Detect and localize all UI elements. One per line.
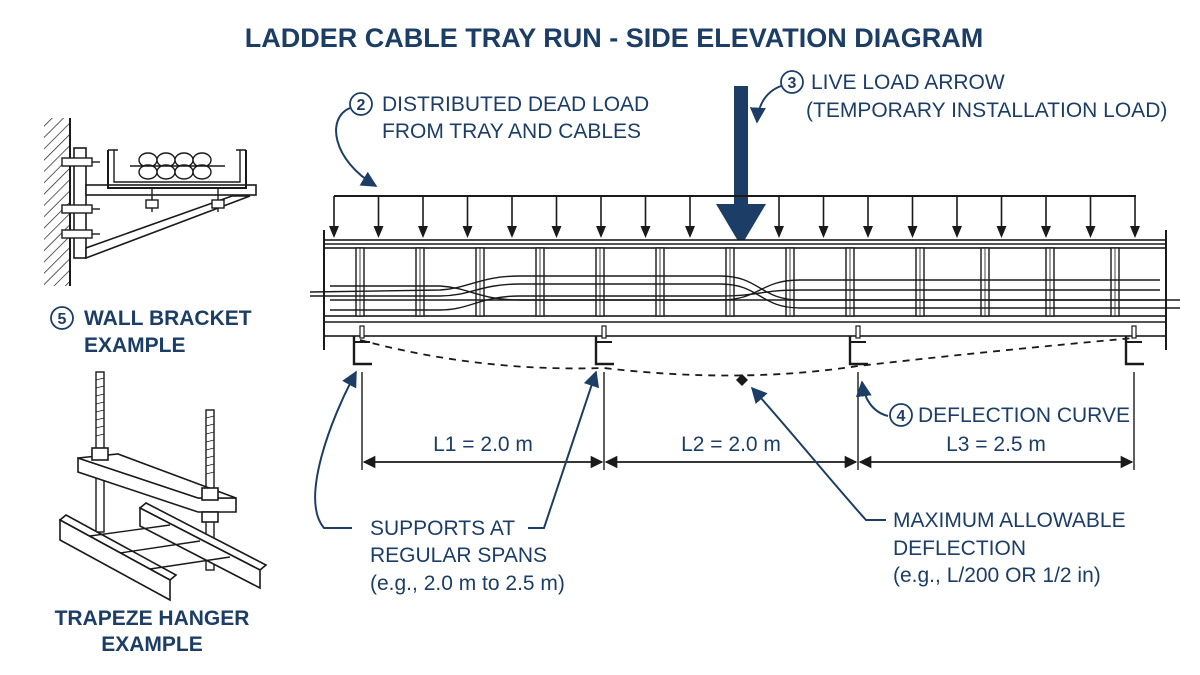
tray-rung (1045, 247, 1055, 317)
load-arrow (462, 196, 473, 238)
live-load-callout: 3 LIVE LOAD ARROW (TEMPORARY INSTALLATIO… (749, 70, 1167, 124)
tray-rung (1110, 247, 1120, 317)
span-label-2: L2 = 2.0 m (681, 433, 781, 456)
tray-rung (595, 247, 605, 317)
load-arrow (329, 196, 339, 238)
max-deflection-point (736, 374, 748, 386)
dead-load-label-1: DISTRIBUTED DEAD LOAD (382, 93, 649, 116)
max-deflection-callout: MAXIMUM ALLOWABLE DEFLECTION (e.g., L/20… (750, 386, 1126, 587)
dead-load-label-2: FROM TRAY AND CABLES (382, 120, 641, 143)
load-arrow (685, 196, 695, 238)
tray-support (848, 325, 868, 366)
callout-number-5 (50, 306, 74, 330)
load-arrow (863, 196, 873, 238)
supports-label-3: (e.g., 2.0 m to 2.5 m) (370, 572, 565, 595)
callout-number-3 (780, 70, 804, 94)
trapeze-hanger-illustration (58, 371, 268, 602)
deflection-leader (855, 380, 889, 417)
svg-text:2: 2 (357, 97, 366, 114)
tray-support (352, 325, 372, 366)
load-arrow (818, 196, 829, 238)
callout-number-4 (889, 403, 913, 427)
svg-text:TRAPEZE HANGER: TRAPEZE HANGER (55, 607, 250, 630)
span-label-1: L1 = 2.0 m (433, 433, 533, 456)
wall-bracket-illustration (44, 118, 257, 286)
span-dimensions: L1 = 2.0 m L2 = 2.0 m L3 = 2.5 m (361, 372, 1135, 470)
load-arrow (1041, 196, 1051, 238)
load-arrow (907, 196, 918, 238)
ladder-cable-tray (309, 230, 1180, 350)
tray-rung (785, 247, 795, 317)
live-load-arrow (716, 86, 766, 246)
live-load-label-2: (TEMPORARY INSTALLATION LOAD) (806, 99, 1167, 122)
svg-text:5: 5 (58, 311, 67, 328)
tray-rung (845, 247, 855, 317)
dead-load-callout: 2 DISTRIBUTED DEAD LOAD FROM TRAY AND CA… (335, 92, 649, 187)
load-arrow (507, 196, 517, 238)
tray-support (1124, 325, 1144, 366)
live-load-label-1: LIVE LOAD ARROW (811, 71, 1005, 94)
load-arrow (996, 196, 1007, 238)
load-arrow (640, 196, 651, 238)
load-arrow (551, 196, 562, 238)
svg-text:3: 3 (788, 75, 797, 92)
tray-rung (355, 247, 365, 317)
live-load-leader (749, 85, 782, 124)
load-arrow (596, 196, 606, 238)
span-label-3: L3 = 2.5 m (946, 433, 1046, 456)
dead-load-leader (335, 107, 378, 187)
svg-text:4: 4 (897, 408, 906, 425)
callout-number-2 (349, 92, 373, 116)
wall-bracket-callout: 5 WALL BRACKET EXAMPLE (50, 306, 252, 357)
tray-rung (980, 247, 990, 317)
supports-callout: SUPPORTS AT REGULAR SPANS (e.g., 2.0 m t… (314, 370, 600, 595)
supports-label-1: SUPPORTS AT (370, 517, 515, 540)
load-arrow (418, 196, 428, 238)
load-arrow (952, 196, 962, 238)
tray-rung (655, 247, 665, 317)
load-arrow (774, 196, 784, 238)
load-arrow (1085, 196, 1096, 238)
load-arrow (1130, 196, 1140, 238)
tray-rung (415, 247, 425, 317)
deflection-label: DEFLECTION CURVE (918, 404, 1130, 427)
max-deflection-label-1: MAXIMUM ALLOWABLE (893, 509, 1126, 532)
trapeze-hanger-caption: TRAPEZE HANGER EXAMPLE (55, 607, 250, 656)
deflection-curve (359, 337, 1135, 386)
page-title: LADDER CABLE TRAY RUN - SIDE ELEVATION D… (245, 23, 984, 53)
tray-rung (535, 247, 545, 317)
deflection-callout: 4 DEFLECTION CURVE (855, 380, 1130, 427)
svg-text:EXAMPLE: EXAMPLE (101, 633, 203, 656)
tray-rung (725, 247, 735, 317)
wall-bracket-label-1: WALL BRACKET (84, 307, 252, 330)
wall-bracket-label-2: EXAMPLE (84, 334, 186, 357)
distributed-load-arrows (329, 195, 1140, 238)
tray-supports (352, 325, 1144, 366)
max-deflection-label-2: DEFLECTION (893, 537, 1026, 560)
supports-label-2: REGULAR SPANS (370, 544, 547, 567)
load-arrow (373, 196, 384, 238)
tray-support (594, 325, 614, 366)
tray-rung (915, 247, 925, 317)
max-deflection-label-3: (e.g., L/200 OR 1/2 in) (893, 564, 1101, 587)
